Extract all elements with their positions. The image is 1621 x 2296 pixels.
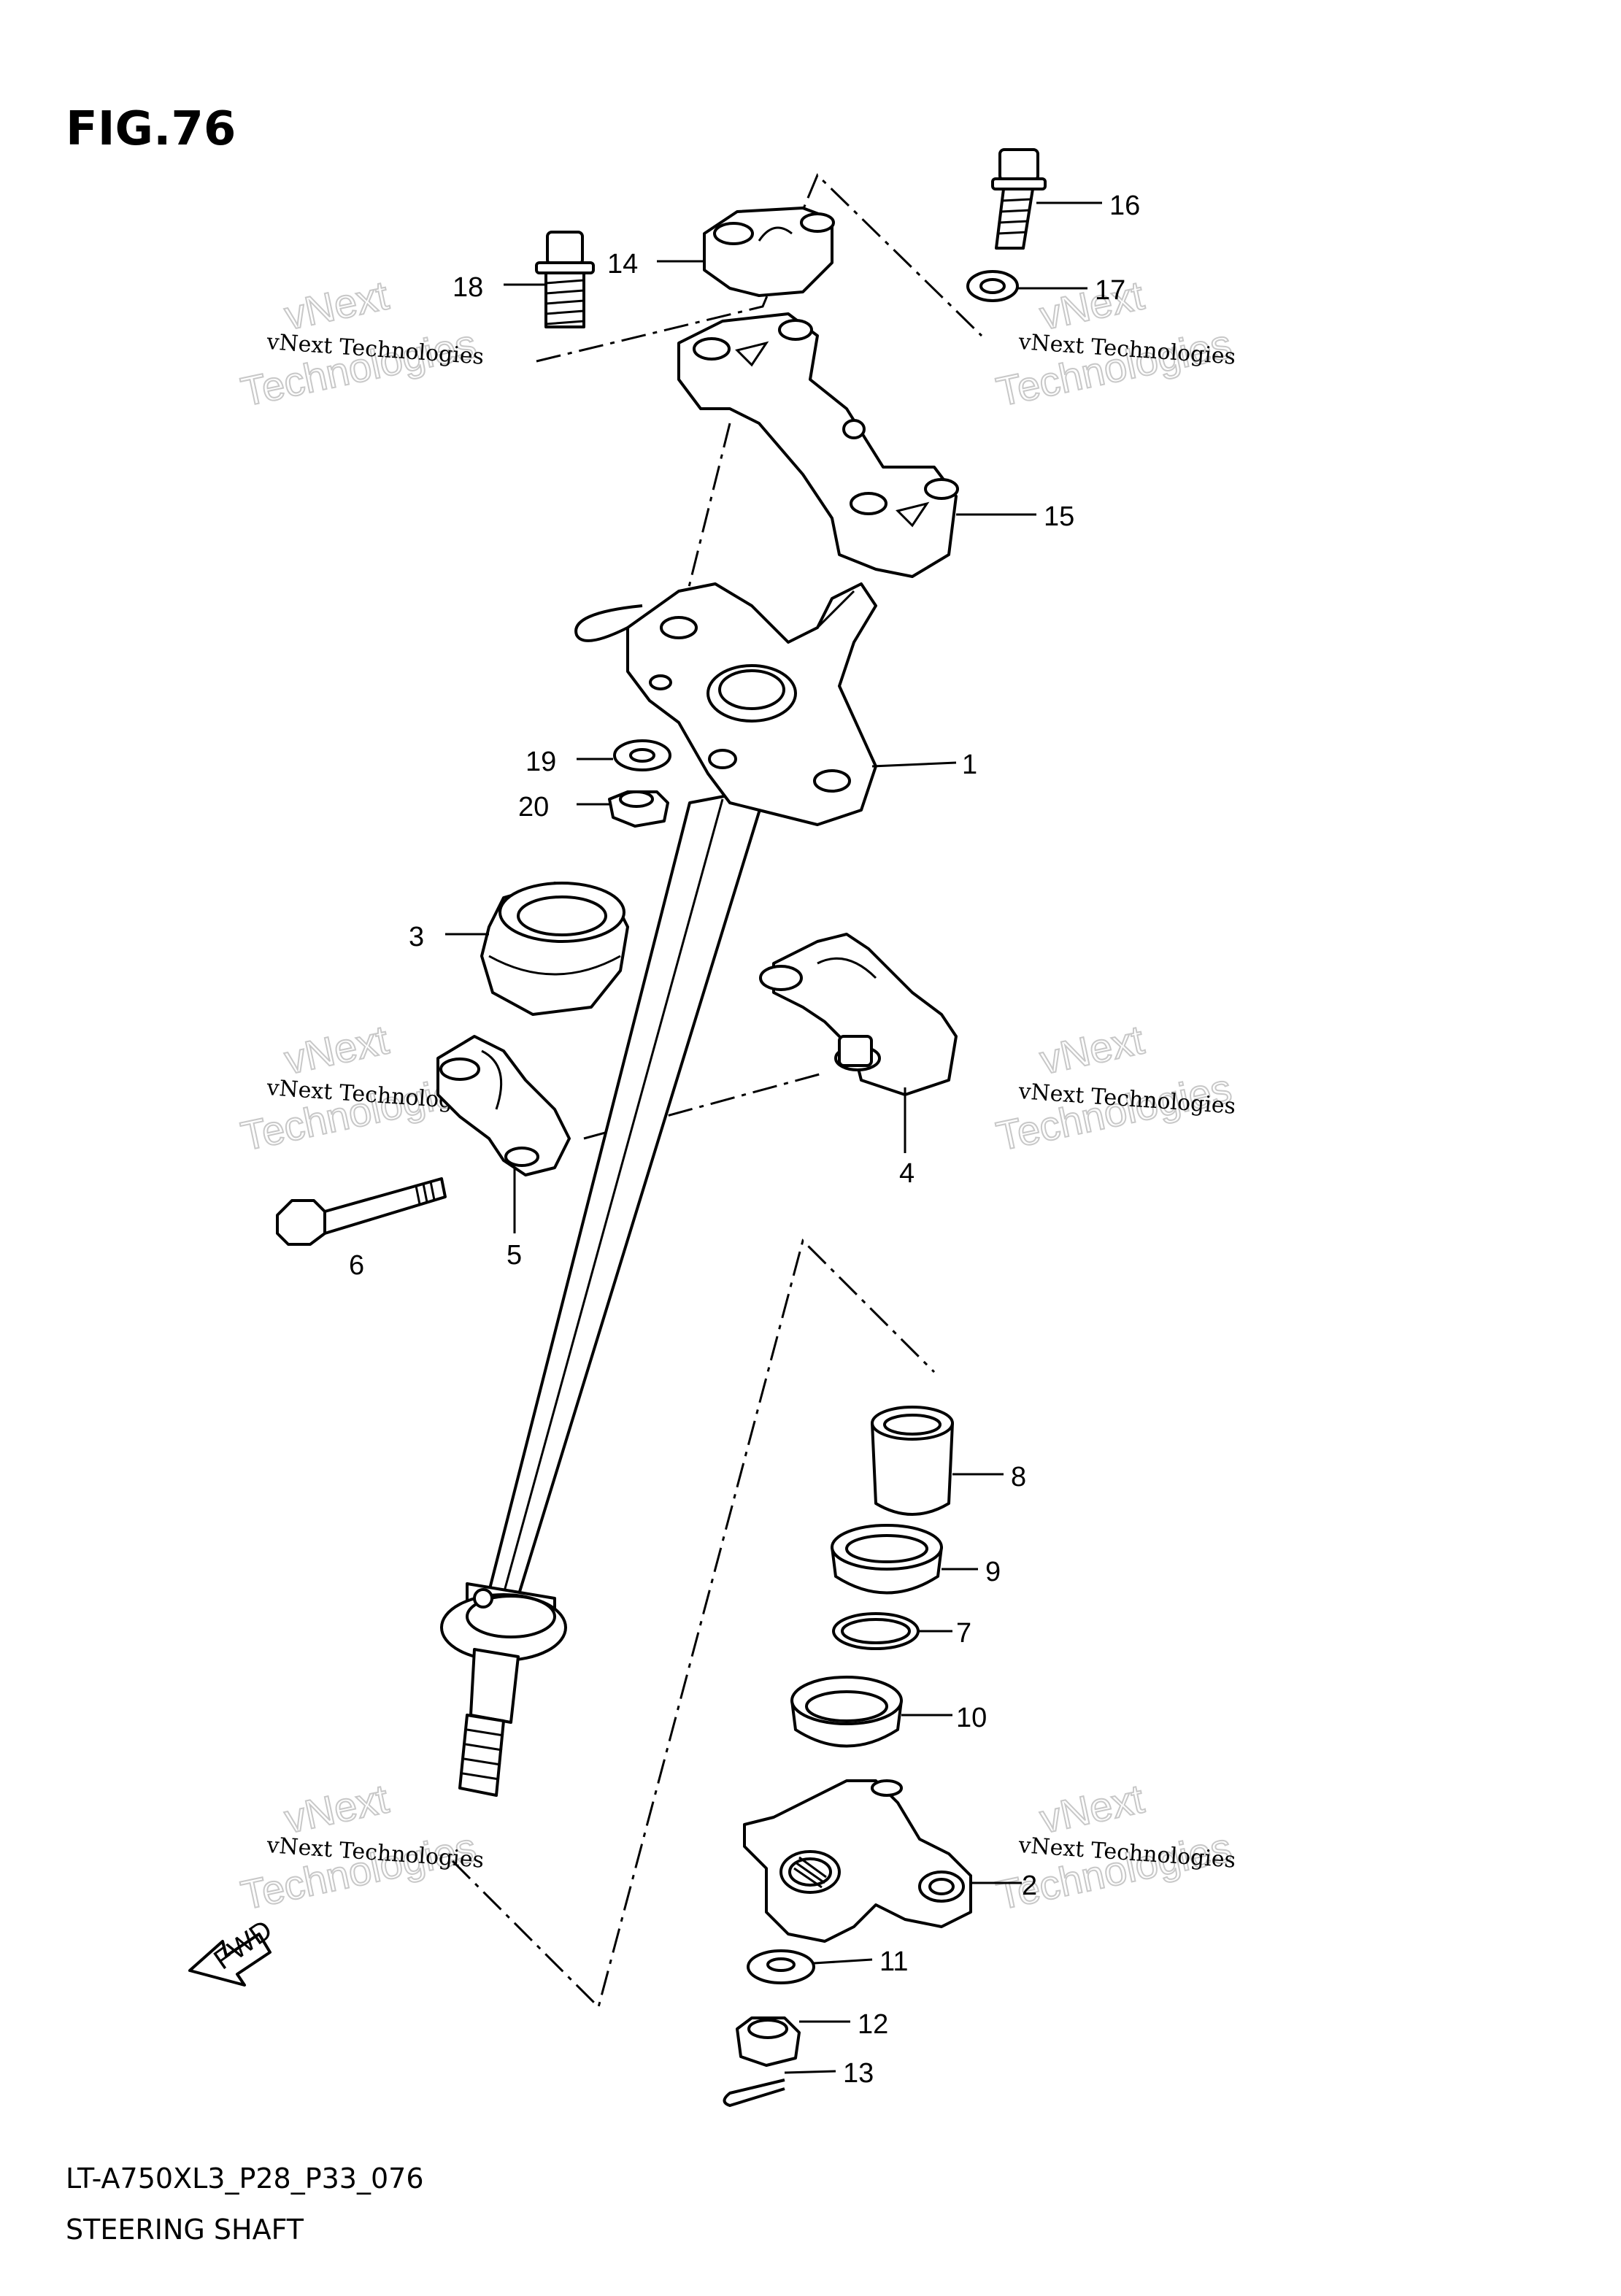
callout-3: 3: [409, 922, 424, 952]
shaft-holder-5: [436, 1035, 571, 1176]
watermark-text-big: vNext: [1036, 271, 1148, 338]
bolt-16: [991, 148, 1047, 250]
callout-7: 7: [956, 1618, 971, 1649]
callout-2: 2: [1022, 1871, 1037, 1901]
callout-10: 10: [956, 1703, 987, 1733]
callout-11: 11: [879, 1946, 908, 1977]
handlebar-holder-14: [703, 207, 835, 297]
callout-4: 4: [899, 1158, 915, 1189]
callout-1: 1: [962, 750, 977, 780]
assembly-line-bottom: [451, 1238, 936, 2009]
handlebar-holder-15: [677, 312, 959, 578]
figure-title: FIG.76: [66, 102, 236, 156]
watermark-text-big: vNext: [280, 1775, 393, 1841]
shaft-upper-bracket-1: [626, 582, 877, 826]
assembly-line-center: [685, 423, 731, 599]
figure-name: STEERING SHAFT: [66, 2214, 304, 2246]
callout-8: 8: [1011, 1462, 1026, 1492]
watermark-text-big: vNext: [1036, 1016, 1148, 1082]
watermark-mid-right: vNext Technologies: [992, 1015, 1236, 1160]
callout-13: 13: [843, 2058, 874, 2089]
bolt-6: [276, 1177, 447, 1246]
callout-16: 16: [1109, 190, 1140, 221]
nut-20: [608, 790, 669, 828]
cotter-pin-13: [723, 2079, 785, 2107]
lower-arm-2: [743, 1779, 972, 1943]
callout-12: 12: [858, 2009, 888, 2040]
steering-shaft: [440, 787, 768, 1797]
oil-seal-3: [480, 882, 629, 1016]
washer-11: [747, 1949, 815, 1984]
callout-17: 17: [1095, 275, 1125, 306]
callout-18: 18: [453, 272, 483, 303]
callout-15: 15: [1044, 501, 1074, 532]
bearing-9: [831, 1524, 943, 1595]
washer-17: [966, 270, 1019, 302]
shaft-holder-4: [759, 933, 958, 1096]
callout-19: 19: [525, 747, 556, 777]
leader-lines: [445, 201, 1102, 2074]
callout-9: 9: [985, 1557, 1001, 1587]
watermark-text-big: vNext: [280, 271, 393, 338]
assembly-line-bushing: [583, 1071, 825, 1140]
watermark-text-big: vNext: [280, 1016, 393, 1082]
callout-6: 6: [349, 1250, 364, 1281]
cotter-pin: [574, 604, 643, 642]
assembly-line-top: [536, 173, 983, 363]
washer-19: [613, 739, 671, 771]
nut-12: [736, 2016, 801, 2067]
o-ring-7: [832, 1612, 920, 1650]
bolt-18: [535, 231, 595, 328]
model-code: LT-A750XL3_P28_P33_076: [66, 2162, 424, 2195]
callout-5: 5: [507, 1240, 522, 1271]
callout-14: 14: [607, 249, 638, 280]
fwd-arrow-icon: FWD: [188, 1914, 278, 1987]
bushing-8: [871, 1406, 954, 1516]
seal-10: [790, 1676, 903, 1748]
callout-20: 20: [518, 792, 549, 823]
watermark-text-big: vNext: [1036, 1775, 1148, 1841]
